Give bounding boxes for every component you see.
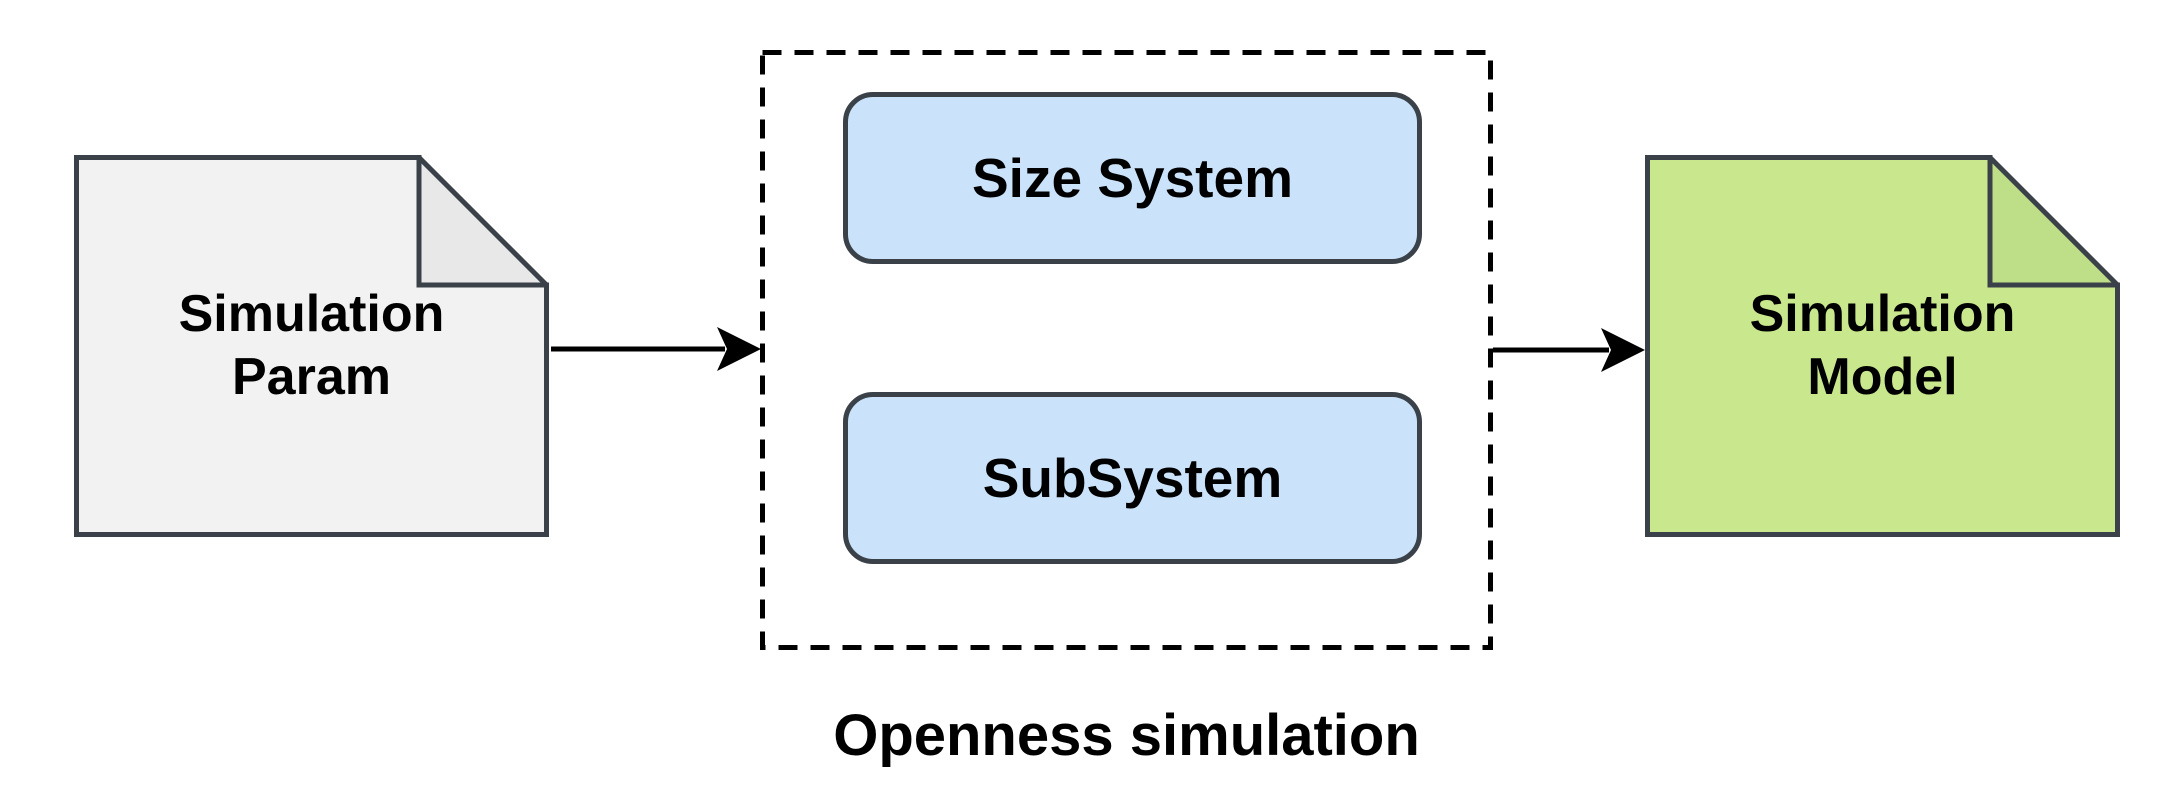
label-line: Model	[1807, 348, 1958, 406]
node-subsystem: SubSystem	[843, 392, 1422, 564]
dashed-rect	[760, 50, 1493, 650]
node-label-simulation-model: Simulation Model	[1645, 155, 2120, 537]
arrow-head	[1601, 328, 1645, 372]
node-label-subsystem: SubSystem	[982, 447, 1283, 509]
document-shape-icon	[74, 155, 549, 537]
label-line: Simulation	[1749, 284, 2016, 343]
document-shape-icon	[1645, 155, 2120, 537]
arrow-right-icon	[1493, 328, 1645, 372]
label-line: Simulation	[178, 284, 445, 343]
group-caption: Openness simulation	[833, 703, 1420, 768]
group-openness-simulation	[760, 50, 1493, 650]
node-simulation-model: Simulation Model	[1645, 155, 2120, 537]
node-size-system: Size System	[843, 92, 1422, 264]
label-line: Param	[232, 348, 391, 406]
arrow-head	[717, 327, 761, 371]
node-label-size-system: Size System	[971, 147, 1293, 209]
node-simulation-param: Simulation Param	[74, 155, 549, 537]
dashed-border-icon	[760, 50, 1493, 650]
connector-group-to-model	[1493, 320, 1649, 380]
document-fold-icon	[416, 155, 549, 288]
connector-param-to-group	[549, 319, 765, 379]
node-label-simulation-param: Simulation Param	[74, 155, 549, 537]
document-fold-icon	[1987, 155, 2120, 288]
arrow-right-icon	[551, 327, 761, 371]
